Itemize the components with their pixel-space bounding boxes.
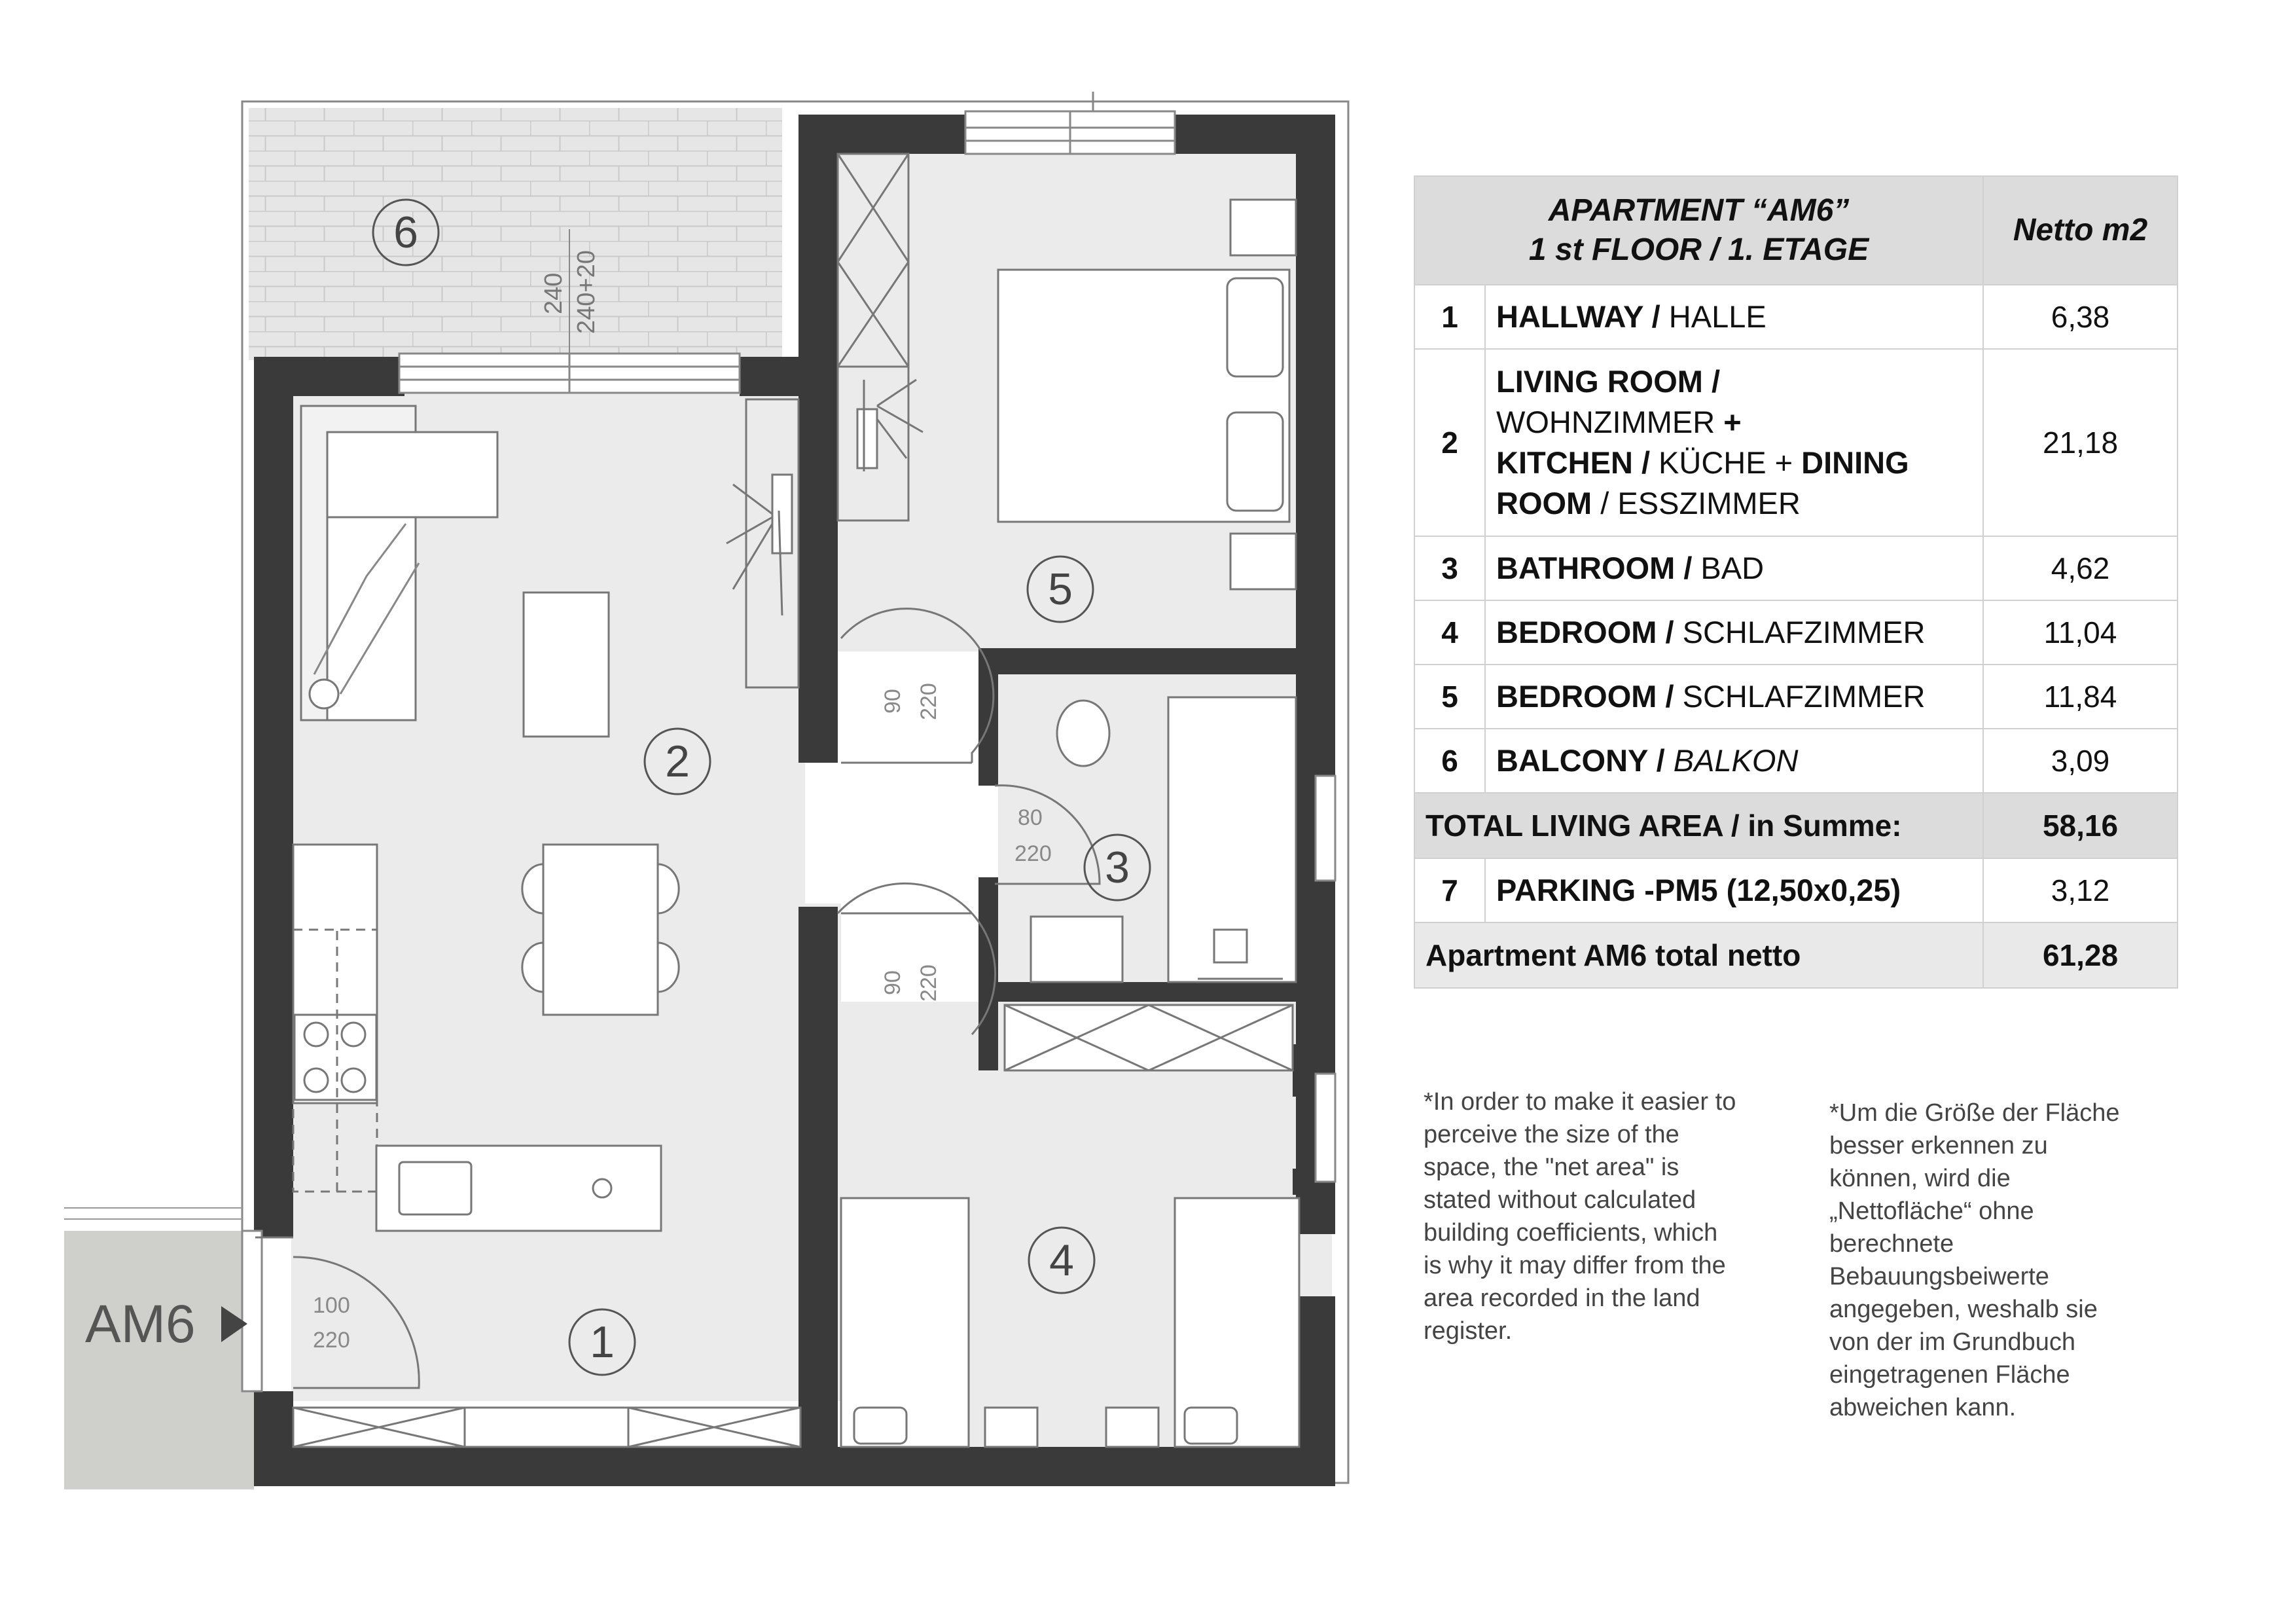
- double-bed: [997, 198, 1297, 591]
- room-2-number: 2: [665, 737, 690, 786]
- note-german: *Um die Größe der Fläche besser erkennen…: [1829, 1099, 2120, 1421]
- single-beds: [840, 1197, 1300, 1448]
- table-title: APARTMENT “AM6” 1 st FLOOR / 1. ETAGE: [1414, 175, 1984, 285]
- area-table: APARTMENT “AM6” 1 st FLOOR / 1. ETAGE Ne…: [1414, 175, 2178, 989]
- unit-label: AM6: [85, 1294, 196, 1354]
- grand-total-row: Apartment AM6 total netto 61,28: [1414, 922, 2178, 989]
- door-3-width: 80: [1018, 805, 1043, 830]
- corridor: [64, 1231, 254, 1489]
- total-row: TOTAL LIVING AREA / in Summe: 58,16: [1414, 792, 2178, 859]
- table-row: 6 BALCONY / BALKON 3,09: [1414, 728, 2178, 793]
- door-3-height: 220: [1014, 841, 1052, 866]
- floor-title: 1 st FLOOR / 1. ETAGE: [1528, 232, 1869, 267]
- dining-set: [521, 843, 680, 1016]
- table-row: 1 HALLWAY / HALLE 6,38: [1414, 284, 2178, 350]
- table-row: 5 BEDROOM / SCHLAFZIMMER 11,84: [1414, 664, 2178, 729]
- floor-plan: 240 240+20: [64, 92, 1350, 1489]
- room-4-number: 4: [1049, 1235, 1074, 1285]
- note-english: *In order to make it easier to perceive …: [1424, 1088, 1736, 1345]
- area-column-header: Netto m2: [1982, 175, 2178, 285]
- entrance-arrow-icon: [221, 1306, 247, 1342]
- parking-row: 7 PARKING -PM5 (12,50x0,25) 3,12: [1414, 858, 2178, 923]
- walls: [254, 115, 1335, 1486]
- window-width-label: 240: [540, 273, 567, 314]
- door-1-width: 90: [880, 689, 905, 714]
- table-row: 4 BEDROOM / SCHLAFZIMMER 11,04: [1414, 600, 2178, 665]
- room-1-number: 1: [590, 1317, 615, 1367]
- living-cabinet: [726, 398, 800, 689]
- windows: [241, 110, 1336, 1393]
- room-3-number: 3: [1105, 843, 1130, 892]
- hallway-wardrobe: [292, 1406, 802, 1448]
- door-2-width: 90: [880, 970, 905, 995]
- door-4-width: 100: [313, 1293, 350, 1318]
- door-2-height: 220: [916, 964, 941, 1002]
- door-1-height: 220: [916, 683, 941, 720]
- table-row: 2 LIVING ROOM / WOHNZIMMER + KITCHEN / K…: [1414, 348, 2178, 537]
- balcony-floor: [249, 108, 782, 360]
- table-row: 3 BATHROOM / BAD 4,62: [1414, 536, 2178, 601]
- room-markers: 6 2 5 3 4 1: [372, 198, 1151, 1376]
- sofa: [300, 405, 499, 721]
- apartment-title: APARTMENT “AM6”: [1548, 193, 1850, 228]
- coffee-table: [522, 591, 610, 738]
- bathroom-fixtures: [1003, 696, 1297, 1072]
- window-height-label: 240+20: [573, 250, 600, 334]
- wardrobe: [836, 153, 924, 522]
- window-dimension: 240 240+20: [540, 229, 600, 354]
- door-4-height: 220: [313, 1328, 350, 1353]
- room-5-number: 5: [1048, 564, 1073, 614]
- door-dimensions: 90 220 90 220 80 220 100 220: [313, 683, 1052, 1353]
- door-swings: [255, 608, 1101, 1389]
- room-6-number: 6: [393, 208, 418, 257]
- kitchen-counter: [292, 843, 662, 1232]
